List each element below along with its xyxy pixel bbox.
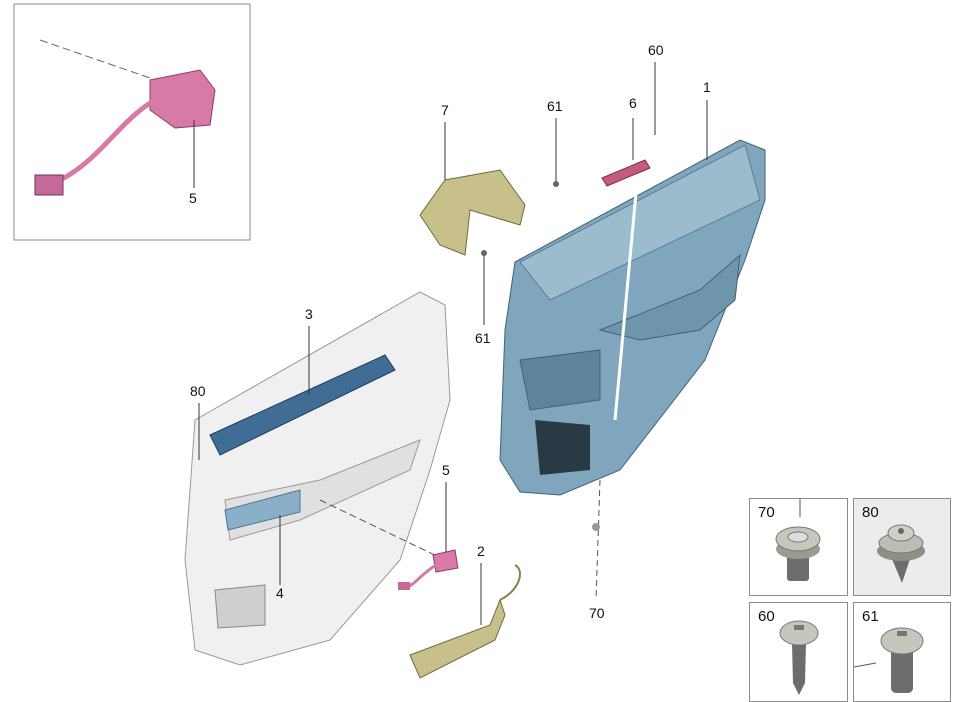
fastener-box-80: 80 <box>853 498 951 596</box>
screw-61 <box>481 250 487 256</box>
inset-frame <box>13 3 251 241</box>
callout-7: 7 <box>441 102 449 118</box>
bracket-part <box>419 169 526 256</box>
callout-5: 5 <box>442 462 450 478</box>
callout-61-bottom: 61 <box>475 330 491 346</box>
callout-6: 6 <box>629 95 637 111</box>
leader-line <box>613 149 642 421</box>
callout-60: 60 <box>648 42 664 58</box>
handle-insert-part <box>601 159 651 187</box>
callout-5-inset: 5 <box>189 190 197 206</box>
screw-61 <box>553 181 559 187</box>
fastener-box-70: 70 <box>749 498 848 596</box>
fastener-box-60: 60 <box>749 602 848 702</box>
fastener-box-61: 61 <box>853 602 951 702</box>
door-trim-panel-blue <box>499 139 766 496</box>
tapping-screw-icon <box>779 620 819 695</box>
panel-clip-icon <box>877 524 925 583</box>
fastener-label: 80 <box>862 504 879 521</box>
callout-1: 1 <box>703 79 711 95</box>
fastener-label: 61 <box>862 608 879 625</box>
ambient-light-strip-part <box>409 598 506 679</box>
fastener-label: 70 <box>758 504 775 521</box>
callout-2: 2 <box>477 543 485 559</box>
callout-61-top: 61 <box>547 98 563 114</box>
clip-70 <box>592 523 600 531</box>
callout-80: 80 <box>190 383 206 399</box>
leader-line <box>39 39 151 79</box>
callout-4: 4 <box>276 585 284 601</box>
bolt-screw-icon <box>854 627 924 693</box>
leader-line <box>595 479 601 601</box>
switch-bezel-part <box>224 489 301 531</box>
armrest-trim-part <box>209 354 396 456</box>
leader-line <box>319 499 446 561</box>
callout-70: 70 <box>589 605 605 621</box>
window-switch-part <box>432 549 459 573</box>
door-carrier-panel-white <box>184 291 451 666</box>
fastener-label: 60 <box>758 608 775 625</box>
callout-3: 3 <box>305 306 313 322</box>
window-switch-inset-part <box>34 69 216 196</box>
push-clip-icon <box>775 499 821 581</box>
